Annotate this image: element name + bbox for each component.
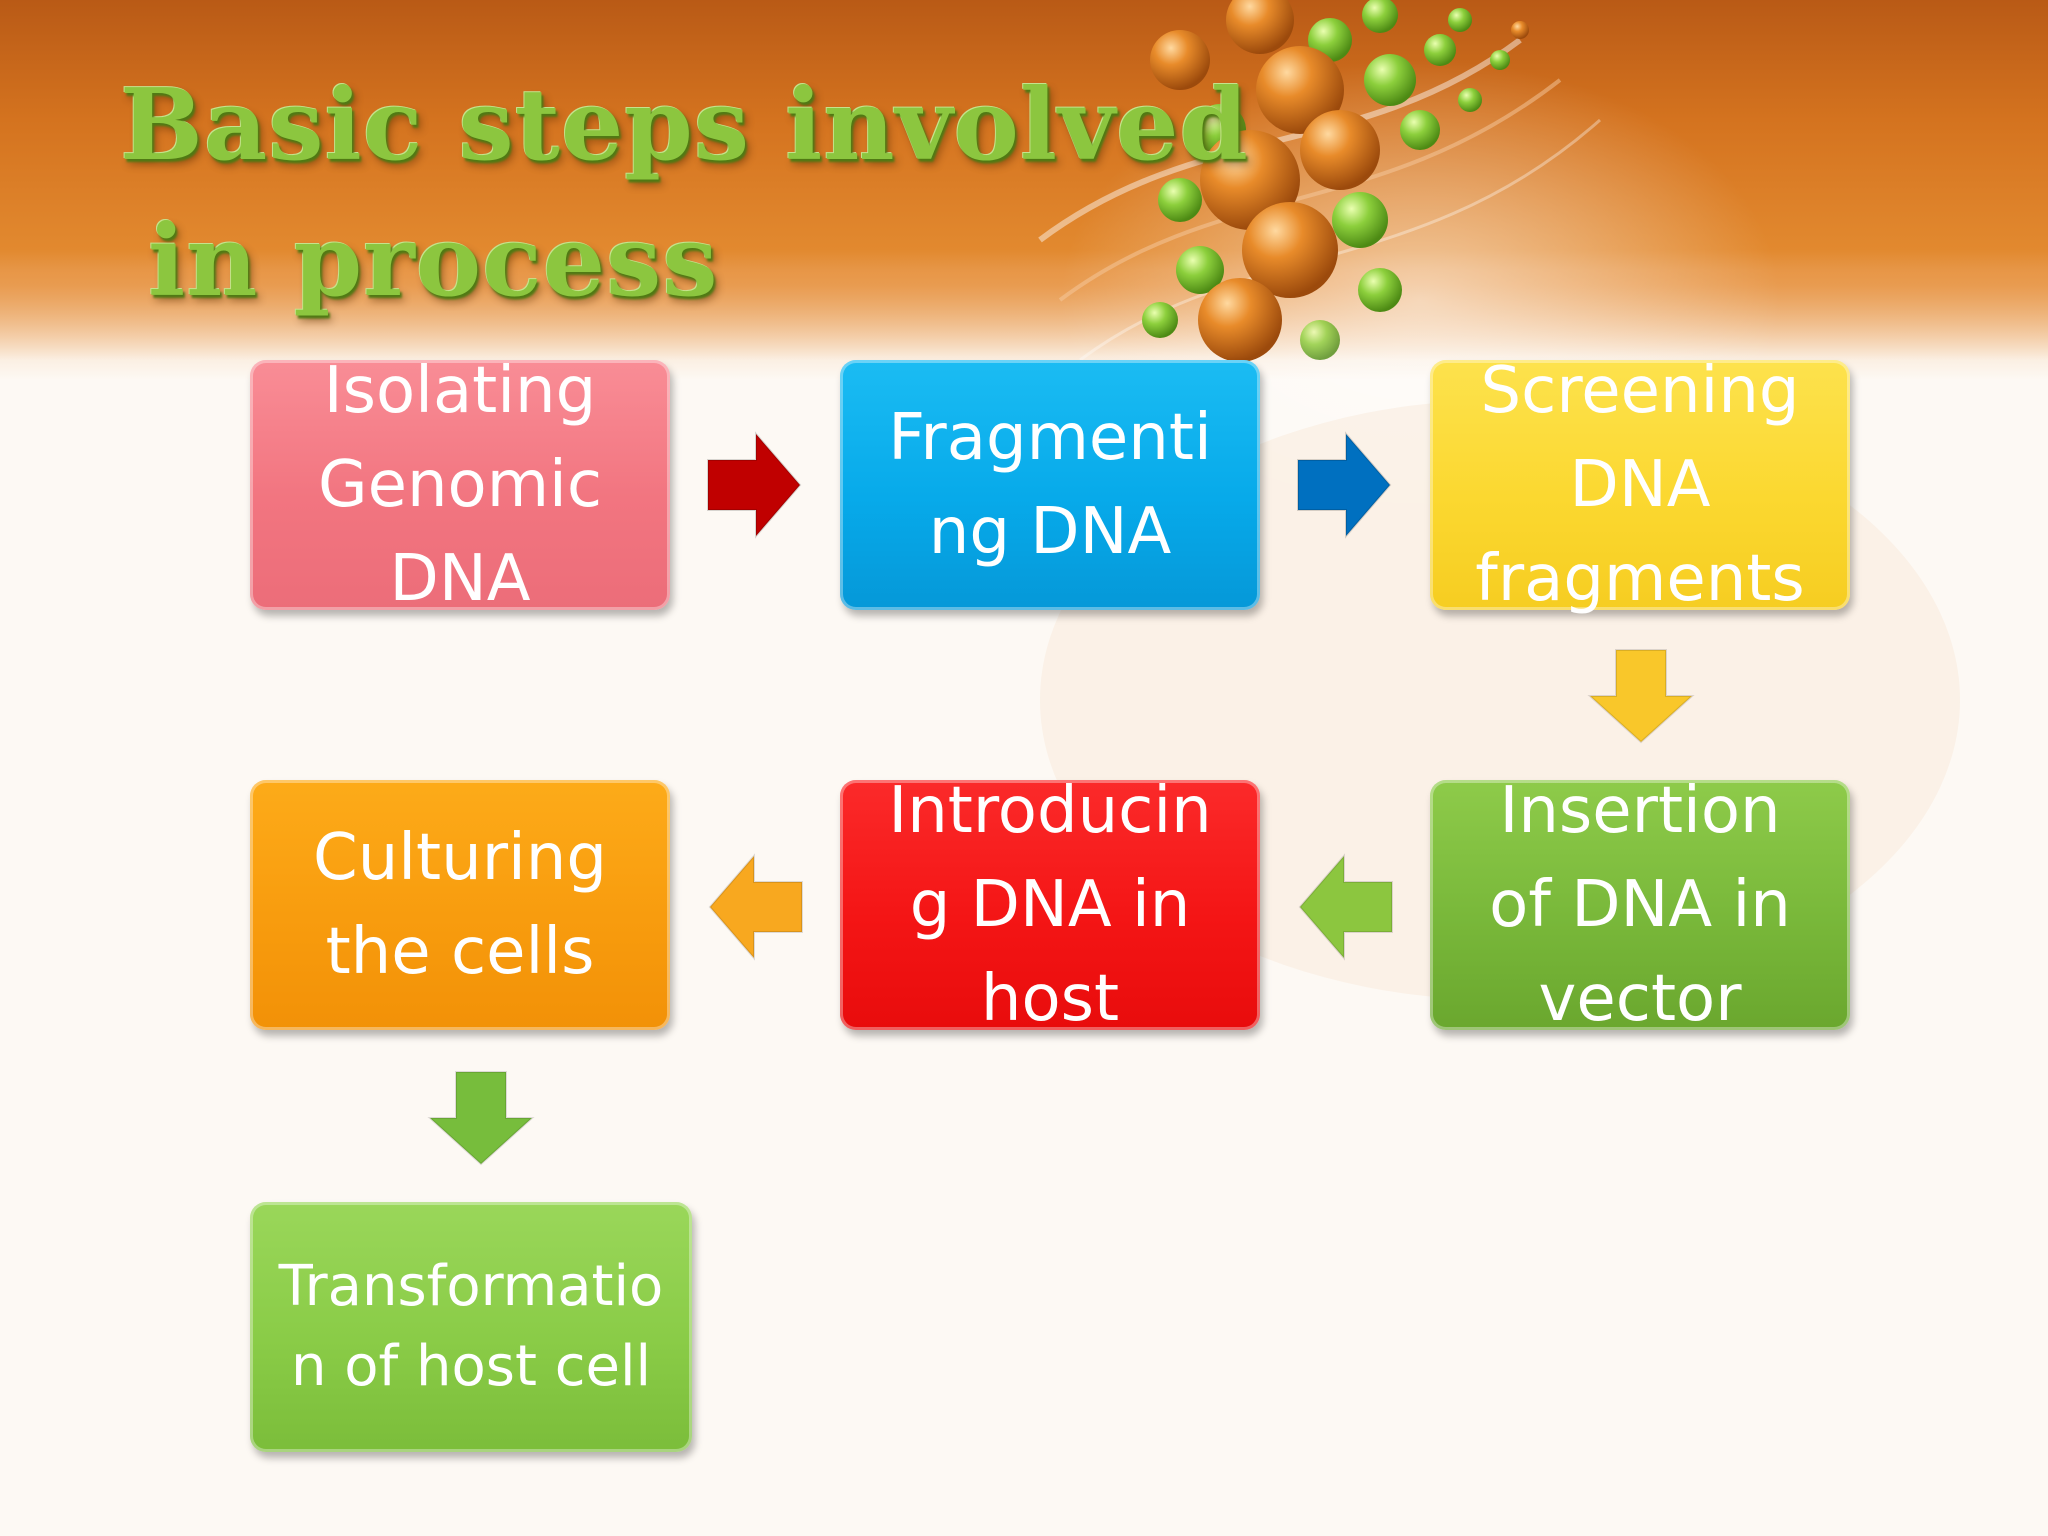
arrow-shape bbox=[1298, 853, 1393, 961]
step-isolating-genomic-dna: Isolating Genomic DNA bbox=[250, 354, 670, 616]
slide-title: Basic steps involved in process bbox=[120, 58, 1249, 330]
arrow-down-icon bbox=[1587, 649, 1695, 744]
arrow-shape bbox=[427, 1071, 535, 1166]
arrow-shape bbox=[1587, 649, 1695, 744]
slide-title-line-1: Basic steps involved bbox=[120, 68, 1249, 183]
arrow-shape bbox=[707, 431, 802, 539]
slide-title-line-2: in process bbox=[148, 204, 719, 319]
step-label: Isolating Genomic DNA bbox=[318, 354, 602, 616]
step-insertion-of-dna-in-vector: Insertion of DNA in vector bbox=[1430, 774, 1850, 1036]
arrow-left-icon bbox=[708, 853, 803, 961]
step-screening-dna-fragments: Screening DNA fragments bbox=[1430, 354, 1850, 616]
arrow-down-icon bbox=[427, 1071, 535, 1166]
step-label: Culturing the cells bbox=[313, 821, 607, 989]
step-culturing-the-cells: Culturing the cells bbox=[250, 780, 670, 1030]
arrow-shape bbox=[708, 853, 803, 961]
step-introducing-dna-in-host: Introducin g DNA in host bbox=[840, 774, 1260, 1036]
step-label: Insertion of DNA in vector bbox=[1489, 774, 1791, 1036]
step-label: Introducin g DNA in host bbox=[888, 774, 1212, 1036]
step-label: Transformatio n of host cell bbox=[278, 1254, 664, 1399]
step-label: Fragmenti ng DNA bbox=[888, 401, 1212, 569]
arrow-right-icon bbox=[1297, 431, 1392, 539]
arrow-left-icon bbox=[1298, 853, 1393, 961]
arrow-right-icon bbox=[707, 431, 802, 539]
arrow-shape bbox=[1297, 431, 1392, 539]
step-transformation-of-host-cell: Transformatio n of host cell bbox=[250, 1202, 692, 1452]
step-label: Screening DNA fragments bbox=[1475, 354, 1805, 616]
step-fragmenting-dna: Fragmenti ng DNA bbox=[840, 360, 1260, 610]
